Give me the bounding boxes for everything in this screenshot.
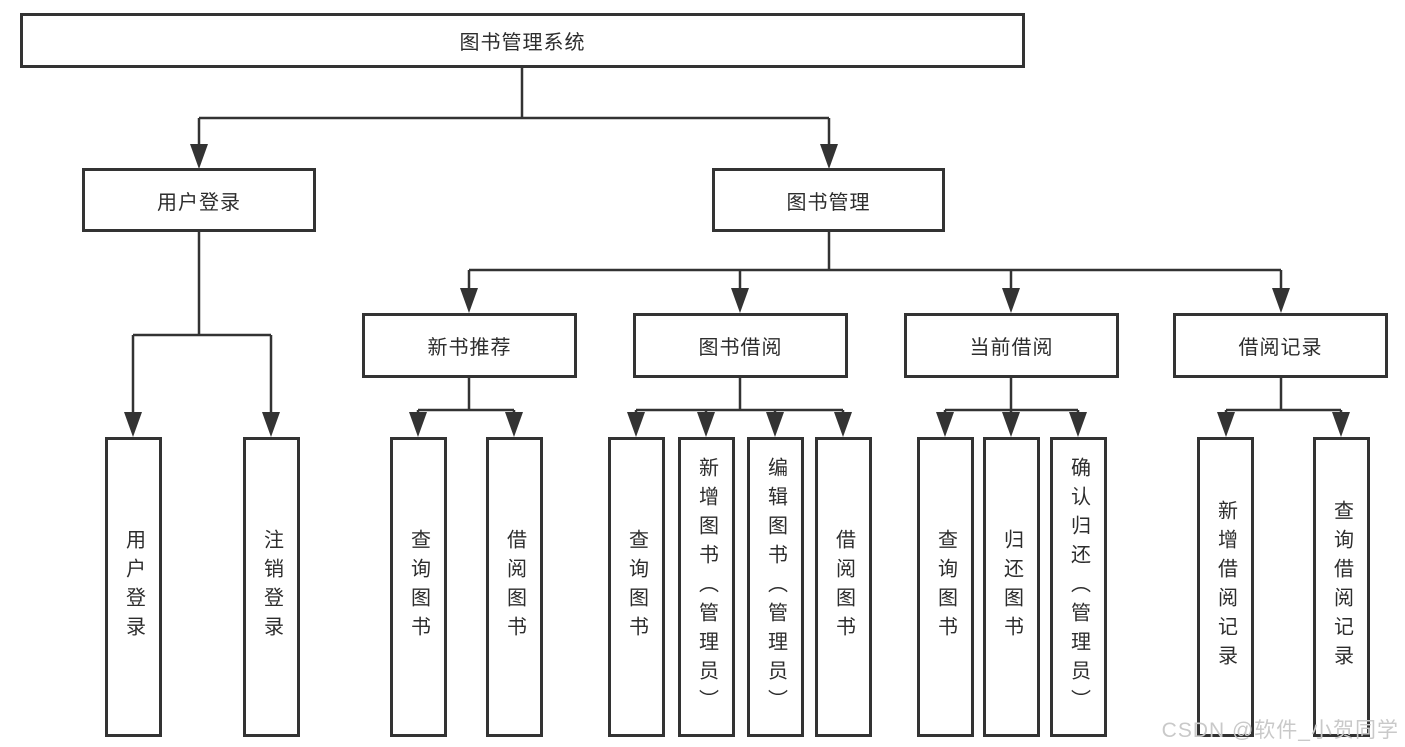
arrow-icon <box>627 412 645 437</box>
arrowheads <box>124 144 1350 437</box>
leaf-borrow-books-recommend: 借阅图书 <box>486 437 543 737</box>
arrow-icon <box>731 288 749 313</box>
connector-current-to-leaves <box>943 377 1080 414</box>
arrow-icon <box>697 412 715 437</box>
arrow-icon <box>505 412 523 437</box>
leaf-user-login: 用户登录 <box>105 437 162 737</box>
leaf-borrow-books-borrow: 借阅图书 <box>815 437 872 737</box>
arrow-icon <box>262 412 280 437</box>
diagram-node-book-management: 图书管理 <box>712 168 945 232</box>
arrow-icon <box>1217 412 1235 437</box>
leaf-add-book-admin: 新增图书（管理员） <box>678 437 735 737</box>
connector-records-to-leaves <box>1224 377 1343 414</box>
connector-recommend-to-leaves <box>416 377 516 414</box>
leaf-query-books-current: 查询图书 <box>917 437 974 737</box>
arrow-icon <box>1002 288 1020 313</box>
diagram-node-user-login: 用户登录 <box>82 168 316 232</box>
arrow-icon <box>1332 412 1350 437</box>
arrow-icon <box>460 288 478 313</box>
diagram-node-new-book-recommend: 新书推荐 <box>362 313 577 378</box>
arrow-icon <box>1272 288 1290 313</box>
watermark: CSDN @软件_小贺同学 <box>1161 719 1399 742</box>
arrow-icon <box>409 412 427 437</box>
leaf-logout: 注销登录 <box>243 437 300 737</box>
arrow-icon <box>1069 412 1087 437</box>
diagram-node-borrow-records: 借阅记录 <box>1173 313 1388 378</box>
connector-bookmgmt-to-level3 <box>467 232 1283 291</box>
leaf-query-books-recommend: 查询图书 <box>390 437 447 737</box>
leaf-return-book: 归还图书 <box>983 437 1040 737</box>
arrow-icon <box>766 412 784 437</box>
connector-root-to-level2 <box>197 68 831 147</box>
leaf-query-books-borrow: 查询图书 <box>608 437 665 737</box>
arrow-icon <box>124 412 142 437</box>
arrow-icon <box>1002 412 1020 437</box>
diagram-node-root: 图书管理系统 <box>20 13 1025 68</box>
leaf-add-borrow-record: 新增借阅记录 <box>1197 437 1254 737</box>
leaf-query-borrow-record: 查询借阅记录 <box>1313 437 1370 737</box>
arrow-icon <box>820 144 838 169</box>
arrow-icon <box>936 412 954 437</box>
connector-userlogin-to-leaves <box>131 232 273 415</box>
diagram-node-book-borrow: 图书借阅 <box>633 313 848 378</box>
arrow-icon <box>834 412 852 437</box>
connector-borrow-to-leaves <box>634 377 845 414</box>
diagram-node-current-borrow: 当前借阅 <box>904 313 1119 378</box>
arrow-icon <box>190 144 208 169</box>
leaf-edit-book-admin: 编辑图书（管理员） <box>747 437 804 737</box>
leaf-confirm-return-admin: 确认归还（管理员） <box>1050 437 1107 737</box>
